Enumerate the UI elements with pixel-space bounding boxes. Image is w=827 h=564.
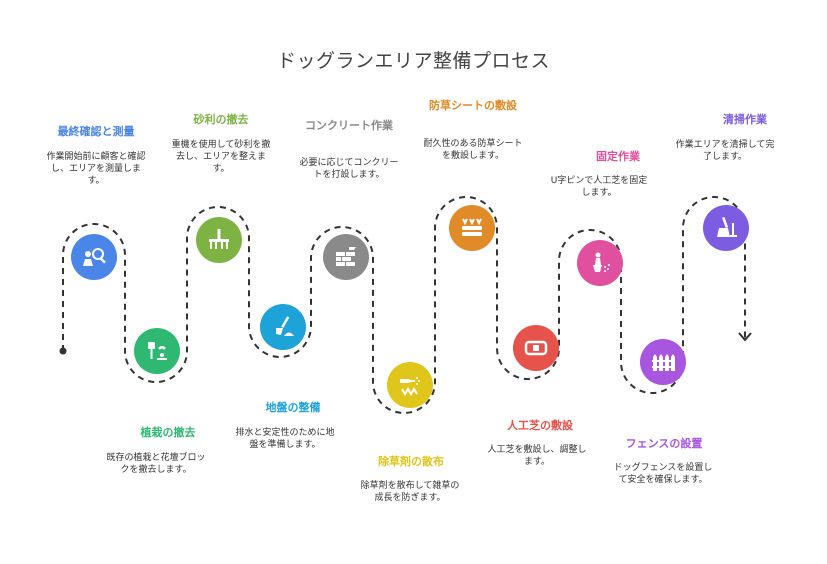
inspect-icon [83,248,106,266]
step-9-title: 固定作業 [596,150,640,163]
step-11-node [703,205,749,251]
step-5-node [323,234,369,280]
step-6-title: 除草剤の散布 [378,455,444,468]
step-10-node [640,339,686,385]
fence-icon [652,354,675,371]
step-4-node [260,304,306,350]
page-title: ドッグランエリア整備プロセス [276,50,550,72]
step-11-title: 清掃作業 [723,113,767,126]
brick-icon [336,247,356,266]
step-4-title: 地盤の整備 [265,401,321,414]
step-2-title: 植栽の撤去 [140,426,196,439]
step-9-node [577,240,623,286]
step-8-title: 人工芝の敷設 [507,419,573,432]
step-10-desc: ドッグフェンスを設置して安全を確保します。 [613,463,713,485]
turf-icon [524,340,548,356]
step-7-node [449,205,495,251]
uproot-icon [148,342,167,360]
shovel-icon [276,316,294,336]
sheet-icon [462,218,482,236]
step-6-node [387,362,433,408]
step-2-node [134,328,180,374]
path-start-dot [59,347,67,355]
step-5-desc: 必要に応じてコンクリートを打設します。 [299,158,399,180]
step-10-title: フェンスの設置 [625,437,703,450]
step-3-title: 砂利の撤去 [193,113,249,126]
step-7-title: 防草シートの敷設 [429,99,517,112]
step-5-title: コンクリート作業 [305,119,393,132]
broom-icon [717,216,737,237]
step-6-desc: 除草剤を散布して雑草の成長を防ぎます。 [360,481,460,503]
step-8-node [513,325,559,371]
step-7-desc: 耐久性のある防草シートを敷設します。 [423,139,523,161]
step-3-node [196,217,242,263]
step-1-node [71,234,117,280]
pin-icon [593,252,610,272]
step-2-desc: 既存の植栽と花壇ブロックを撤去します。 [106,453,206,475]
spray-icon [400,377,420,396]
rake-icon [209,229,229,249]
step-4-desc: 排水と安定性のために地盤を準備します。 [235,428,335,450]
step-11-desc: 作業エリアを清掃して完了します。 [675,140,775,162]
step-1-title: 最終確認と測量 [57,125,135,138]
step-9-desc: U字ピンで人工芝を固定します。 [550,176,648,198]
step-1-desc: 作業開始前に顧客と確認し、エリアを測量します。 [46,152,146,186]
step-3-desc: 重機を使用して砂利を撤去し、エリアを整えます。 [171,140,271,174]
path-end-arrow [738,332,752,342]
step-8-desc: 人工芝を敷設し、調整します。 [487,445,587,467]
